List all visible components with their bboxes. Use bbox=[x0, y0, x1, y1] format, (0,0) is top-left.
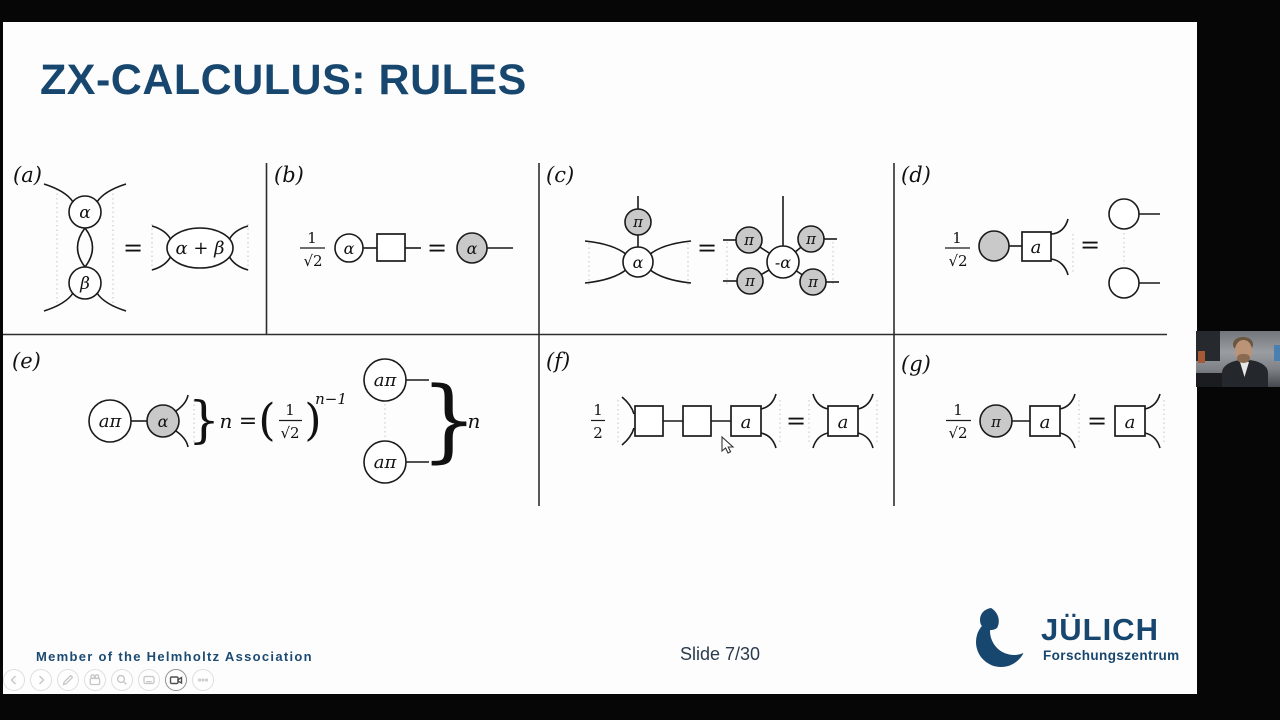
presenter-beard bbox=[1237, 354, 1250, 363]
annotation-toolbar bbox=[3, 669, 214, 691]
juelich-logo-subtitle: Forschungszentrum bbox=[1043, 648, 1180, 663]
webcam-poster bbox=[1198, 351, 1205, 363]
webcam-poster bbox=[1274, 345, 1280, 361]
more-button[interactable] bbox=[192, 669, 214, 691]
pen-icon bbox=[62, 674, 74, 686]
juelich-logo-mark bbox=[976, 607, 1029, 667]
presentation-slide bbox=[3, 22, 1197, 694]
notes-button[interactable] bbox=[138, 669, 160, 691]
pen-button[interactable] bbox=[57, 669, 79, 691]
footer-member-text: Member of the Helmholtz Association bbox=[36, 649, 313, 664]
slide-number: Slide 7/30 bbox=[679, 644, 761, 664]
slide-title: ZX-CALCULUS: RULES bbox=[40, 56, 527, 104]
panel-icon bbox=[143, 675, 155, 685]
chevron-right-icon bbox=[39, 675, 45, 685]
snapshot-icon bbox=[89, 674, 101, 686]
chevron-left-icon bbox=[10, 675, 16, 685]
presenter-webcam[interactable] bbox=[1196, 331, 1280, 387]
next-slide-button[interactable] bbox=[30, 669, 52, 691]
juelich-logo-name: JÜLICH bbox=[1041, 612, 1159, 647]
snapshot-button[interactable] bbox=[84, 669, 106, 691]
magnifier-icon bbox=[116, 674, 127, 685]
video-camera-icon bbox=[169, 676, 183, 685]
previous-slide-button[interactable] bbox=[3, 669, 25, 691]
zoom-button[interactable] bbox=[111, 669, 133, 691]
juelich-logo: JÜLICH Forschungszentrum bbox=[973, 604, 1183, 668]
presenter-shirt bbox=[1240, 362, 1249, 377]
ellipsis-icon bbox=[197, 678, 209, 682]
camera-button[interactable] bbox=[165, 669, 187, 691]
webcam-shadow bbox=[1196, 373, 1226, 387]
